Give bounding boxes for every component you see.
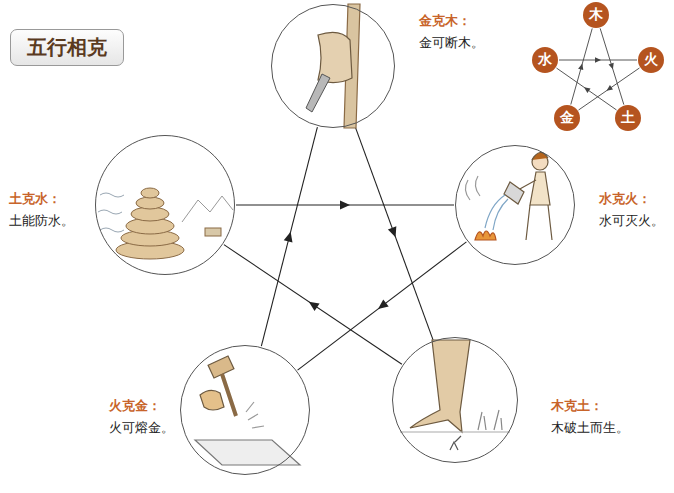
stone-dam-illustration [98, 188, 233, 259]
arrowhead [309, 302, 320, 311]
connector [261, 127, 317, 346]
illustration-circle: 土克水：土能防水。 [95, 135, 235, 275]
arrowhead [340, 201, 350, 210]
illustration-circle: 金克木：金可断木。 [271, 4, 395, 128]
element-char: 木 [589, 6, 603, 24]
illustration-circle: 水克火：水可灭火。 [455, 145, 575, 265]
caption-heading: 土克水： [9, 191, 61, 207]
element-circle: 木 [583, 2, 609, 28]
element-char: 土 [621, 109, 635, 127]
element-char: 水 [538, 51, 552, 69]
caption-text: 土能防水。 [9, 213, 74, 229]
element-circle: 火 [638, 47, 664, 73]
illustration-circle: 木克土：木破土而生。 [392, 337, 518, 463]
caption-heading: 木克土： [551, 398, 603, 414]
axe-tree-illustration [306, 4, 360, 128]
caption-text: 水可灭火。 [599, 213, 664, 229]
caption-text: 金可断木。 [419, 35, 484, 51]
arrowhead [584, 87, 590, 93]
illustration-circle: 火克金：火可熔金。 [180, 345, 310, 475]
connector [571, 28, 592, 104]
hammer-metal-illustration [195, 356, 300, 465]
caption-heading: 火克金： [109, 398, 161, 414]
connector [600, 28, 624, 104]
arrowhead [595, 57, 601, 62]
connector [355, 125, 433, 340]
caption-heading: 金克木： [419, 13, 471, 29]
element-circle: 金 [554, 105, 580, 131]
arrowhead [388, 226, 396, 237]
element-char: 火 [644, 51, 658, 69]
caption-text: 火可熔金。 [109, 420, 174, 436]
connector [556, 68, 616, 110]
caption-text: 木破土而生。 [551, 420, 629, 436]
caption-heading: 水克火： [599, 191, 651, 207]
arrowhead [378, 299, 389, 309]
element-circle: 土 [615, 105, 641, 131]
element-circle: 水 [532, 47, 558, 73]
tree-roots-illustration [400, 340, 510, 450]
arrowhead [609, 63, 614, 70]
connector [579, 68, 640, 110]
element-char: 金 [560, 109, 574, 127]
arrowhead [284, 232, 293, 243]
title-box: 五行相克 [10, 29, 124, 66]
arrowhead [578, 64, 583, 71]
arrowhead [607, 85, 613, 91]
water-fire-illustration [465, 152, 552, 240]
